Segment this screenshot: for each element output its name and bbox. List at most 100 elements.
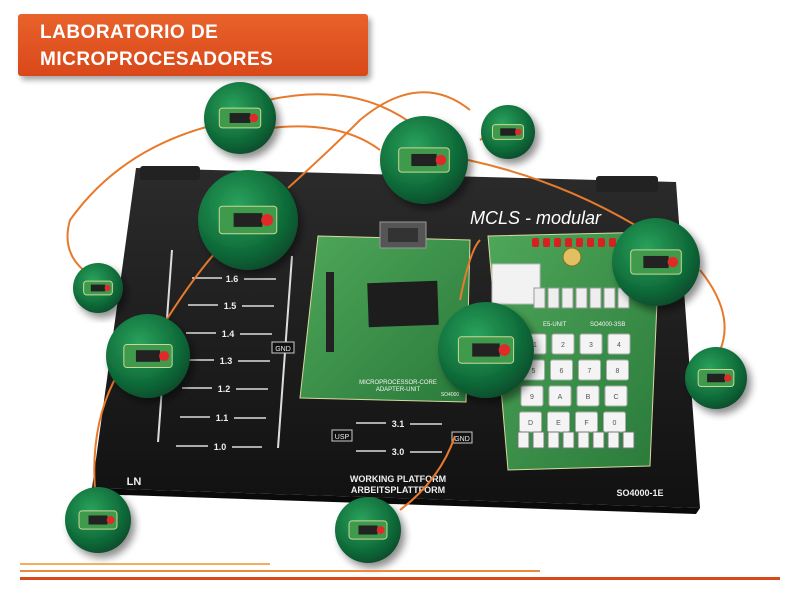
dip-switch <box>577 431 590 449</box>
banner-line-1: LABORATORIO DE <box>40 22 219 43</box>
red-led <box>554 238 561 247</box>
lcd-block <box>491 263 541 305</box>
keypad-key-label: C <box>613 394 618 401</box>
module-bubble-lcd-small <box>481 105 535 159</box>
unit-label: E5-UNIT <box>543 322 567 328</box>
red-led <box>532 238 539 247</box>
keypad-key-label: 4 <box>617 342 621 349</box>
keypad-key-label: A <box>558 394 563 401</box>
core-board-model: SO4000 <box>441 392 460 398</box>
keypad-key <box>520 385 544 407</box>
scale-label: 1.6 <box>226 274 239 284</box>
keypad-key <box>604 385 628 407</box>
keypad-key-label: B <box>586 394 591 401</box>
keypad-key <box>548 385 572 407</box>
keypad-key <box>576 385 600 407</box>
keypad: 1 2 3 4 5 6 7 8 9 A B C D E F 0 <box>519 333 631 433</box>
dip-switch <box>532 431 545 449</box>
red-led <box>609 238 616 247</box>
push-button <box>533 287 546 309</box>
push-button <box>603 287 616 309</box>
scale-label: 1.1 <box>216 413 229 423</box>
keypad-key-label: 0 <box>613 420 617 427</box>
gnd-label: GND <box>275 346 291 353</box>
product-title: MCLS - modular <box>470 208 602 228</box>
red-led <box>576 238 583 247</box>
keypad-model: SO4000-3SB <box>590 322 625 328</box>
gnd-box <box>271 341 295 354</box>
banner-line-2: MICROPROCESADORES <box>40 49 274 70</box>
dip-switch <box>622 431 635 449</box>
keypad-key-label: 9 <box>530 394 534 401</box>
keypad-key <box>607 333 631 355</box>
push-button <box>589 287 602 309</box>
keypad-key <box>579 333 603 355</box>
scale-label: 1.2 <box>218 384 231 394</box>
keypad-key <box>551 333 575 355</box>
scale-label: 1.4 <box>222 329 235 339</box>
keypad-board: E5-UNIT SO4000-3SB 1 2 3 4 5 6 7 8 9 A B C D E F 0 <box>487 231 661 471</box>
led-row <box>532 238 616 247</box>
module-bubble-bottom-left <box>65 487 131 553</box>
push-button <box>575 287 588 309</box>
keypad-key <box>578 359 601 381</box>
keypad-key-label: F <box>584 420 588 427</box>
red-led <box>543 238 550 247</box>
scale-label: 1.0 <box>214 442 227 452</box>
usp-box <box>331 429 353 442</box>
arbeitsplattform-label: ARBEITSPLATTFORM <box>351 485 445 495</box>
core-board-label-2: ADAPTER-UNIT <box>376 387 421 393</box>
keypad-key-label: 1 <box>533 342 537 349</box>
dip-switch <box>517 431 530 449</box>
bottom-stripes <box>20 563 780 580</box>
keypad-key <box>519 411 542 433</box>
keypad-key-label: 6 <box>560 368 564 375</box>
platform-grip-left <box>140 166 200 180</box>
keypad-key-label: 2 <box>561 342 565 349</box>
scale-label: 3.1 <box>392 419 405 429</box>
push-button <box>547 287 560 309</box>
module-bubble-connector <box>380 116 468 204</box>
keypad-key <box>550 359 573 381</box>
dip-switch <box>547 431 560 449</box>
ln-logo: LN <box>127 476 142 488</box>
module-bubbles <box>65 82 747 563</box>
module-bubble-led-display <box>106 314 190 398</box>
keypad-key-label: 3 <box>589 342 593 349</box>
red-led <box>587 238 594 247</box>
keypad-key-label: D <box>528 420 533 427</box>
scale-label: 1.3 <box>220 356 233 366</box>
red-led <box>598 238 605 247</box>
platform-model-label: SO4000-1E <box>616 488 663 498</box>
module-bubble-display <box>198 170 298 270</box>
module-bubble-small-left <box>73 263 123 313</box>
scale-label: 3.0 <box>392 447 405 457</box>
keypad-key-label: 8 <box>616 368 620 375</box>
push-button <box>561 287 574 309</box>
dip-switch <box>562 431 575 449</box>
potentiometer <box>562 247 582 267</box>
working-platform-label: WORKING PLATFORM <box>350 474 446 484</box>
usp-label: USP <box>335 434 350 441</box>
keypad-key-label: E <box>556 420 561 427</box>
pin-header <box>326 272 334 352</box>
keypad-key-label: 5 <box>532 368 536 375</box>
scale-label: 1.5 <box>224 301 237 311</box>
platform-grip-right <box>596 176 658 192</box>
module-bubble-bottom <box>335 497 401 563</box>
connector-lines <box>66 91 726 511</box>
dip-switch <box>592 431 605 449</box>
module-bubble-sensor <box>438 302 534 398</box>
core-board-label-1: MICROPROCESSOR-CORE <box>359 380 437 386</box>
module-bubble-switch <box>204 82 276 154</box>
module-bubble-segment <box>612 218 700 306</box>
red-led <box>565 238 572 247</box>
gnd-label-2: GND <box>454 436 470 443</box>
core-adapter-board: MICROPROCESSOR-CORE ADAPTER-UNIT SO4000 <box>299 221 471 403</box>
gnd-box-2 <box>451 431 473 444</box>
keypad-key <box>606 359 629 381</box>
keypad-key-label: 7 <box>588 368 592 375</box>
processor-chip <box>367 280 439 328</box>
dip-switches <box>517 287 635 449</box>
